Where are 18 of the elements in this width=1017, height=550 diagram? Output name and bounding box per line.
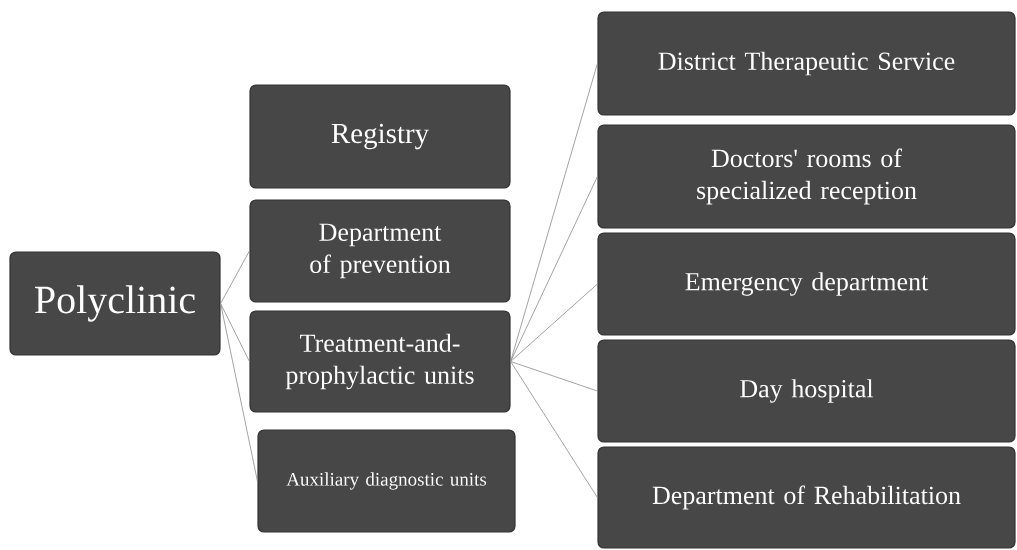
root-box: Polyclinic xyxy=(9,251,221,356)
connector-line xyxy=(510,63,598,362)
service-box: Day hospital xyxy=(597,339,1016,443)
service-box: Doctors' rooms of specialized reception xyxy=(597,124,1016,229)
unit-box: Department of prevention xyxy=(249,199,511,303)
unit-box: Registry xyxy=(249,84,511,189)
service-box: Emergency department xyxy=(597,232,1016,336)
service-box: Department of Rehabilitation xyxy=(597,446,1016,549)
connector-line xyxy=(510,283,598,362)
connector-line xyxy=(220,250,250,304)
connector-line xyxy=(220,303,250,362)
unit-box: Treatment-and-prophylactic units xyxy=(249,310,511,413)
connector-line xyxy=(510,361,598,498)
connector-line xyxy=(510,361,598,392)
connector-line xyxy=(220,303,258,482)
service-box: District Therapeutic Service xyxy=(597,11,1016,116)
unit-box: Auxiliary diagnostic units xyxy=(257,429,516,533)
connector-line xyxy=(510,176,598,362)
